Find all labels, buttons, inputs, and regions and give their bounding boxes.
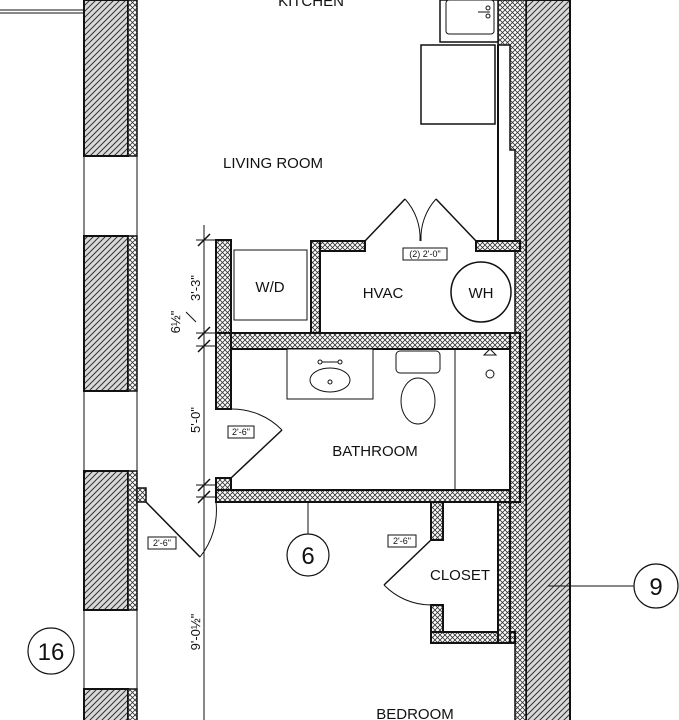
kitchen-appliance [420, 44, 496, 125]
room-label-closet: CLOSET [430, 567, 490, 584]
room-label-bathroom: BATHROOM [332, 443, 418, 460]
dimension-label-3: 5'-0" [188, 407, 203, 433]
dimension-label-1: 3'-3" [188, 275, 203, 301]
door-tag-bedroom-box [147, 536, 177, 550]
washer-dryer [233, 249, 308, 321]
room-label-wh: WH [469, 285, 494, 302]
grid-tag-9 [548, 563, 679, 609]
bathroom-toilet [395, 350, 441, 425]
grid-tag-6-label: 6 [301, 543, 314, 570]
dimension-line [185, 225, 216, 720]
exterior-wall-left [0, 0, 138, 720]
bathroom-door [230, 408, 283, 479]
room-label-wd: W/D [255, 279, 284, 296]
closet-walls [430, 501, 516, 644]
door-tag-bath: 2'-6" [232, 427, 250, 437]
room-label-bedroom: BEDROOM [376, 706, 454, 720]
water-heater [450, 261, 512, 323]
grid-tag-16 [27, 627, 75, 675]
door-tag-closet: 2'-6" [393, 536, 411, 546]
door-tag-closet-box [387, 534, 417, 548]
bathroom-walls [215, 332, 521, 503]
dimension-label-2: 6½" [168, 310, 183, 333]
grid-tag-9-label: 9 [649, 574, 662, 601]
dimension-label-4: 9'-0½" [188, 613, 203, 650]
kitchen-sink [439, 0, 499, 43]
door-tag-bedroom: 2'-6" [153, 538, 171, 548]
grid-tag-6 [286, 502, 330, 577]
bathroom-vanity [286, 348, 374, 400]
door-tag-bath-box [227, 425, 255, 439]
door-tag-hvac: (2) 2'-0" [409, 249, 440, 259]
grid-tag-16-label: 16 [38, 639, 65, 666]
closet-door [383, 539, 432, 606]
bathroom-shower [454, 348, 498, 490]
room-label-kitchen: KITCHEN [278, 0, 344, 10]
room-label-living-room: LIVING ROOM [223, 155, 323, 172]
hvac-double-door [364, 198, 477, 242]
bedroom-entry-door [136, 487, 217, 558]
room-label-hvac: HVAC [363, 285, 404, 302]
door-tag-hvac-box [402, 247, 448, 261]
